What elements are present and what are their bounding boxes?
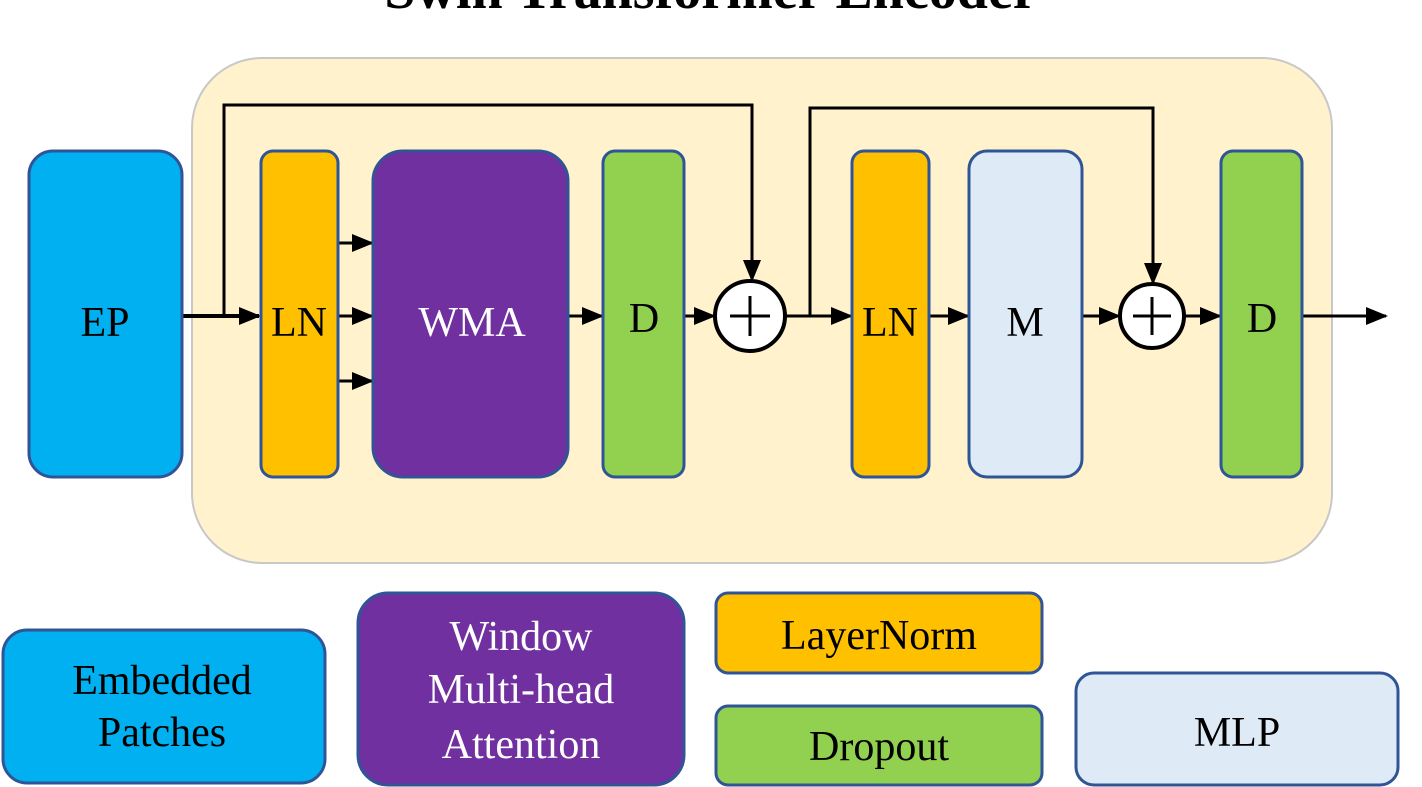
block-wma-label: WMA [418, 300, 526, 346]
legend-window-line1: Window [450, 614, 594, 660]
block-layernorm-2: LN [850, 149, 931, 479]
legend-window-attention: Window Multi-head Attention [356, 591, 686, 787]
legend-mlp: MLP [1074, 671, 1400, 787]
title: Swin Transformer Encoder [384, 0, 1037, 21]
add-node-1 [713, 279, 787, 353]
block-dropout-2: D [1219, 149, 1304, 479]
block-ep: EP [27, 149, 184, 479]
block-d2-label: D [1247, 296, 1277, 342]
legend-mlp-label: MLP [1194, 710, 1280, 756]
legend-layernorm: LayerNorm [714, 591, 1044, 675]
legend-window-line2: Multi-head [428, 667, 615, 713]
block-ln1-label: LN [271, 300, 327, 346]
legend-dropout-label: Dropout [809, 724, 949, 770]
legend-dropout: Dropout [714, 704, 1044, 787]
block-m-label: M [1006, 300, 1043, 346]
block-ep-label: EP [80, 300, 129, 346]
legend-embedded-line2: Patches [98, 710, 226, 756]
skip-connection-1 [222, 103, 761, 316]
block-wma: WMA [371, 149, 570, 479]
legend-embedded-line1: Embedded [72, 658, 252, 704]
legend-layernorm-label: LayerNorm [781, 613, 977, 659]
block-mlp: M [967, 149, 1084, 479]
add-node-2 [1118, 282, 1186, 350]
legend-embedded-patches: Embedded Patches [1, 628, 327, 785]
block-dropout-1: D [601, 149, 686, 479]
block-layernorm-1: LN [259, 149, 340, 479]
block-ln2-label: LN [862, 300, 918, 346]
skip-connection-2 [808, 106, 1162, 316]
legend-window-line3: Attention [442, 722, 601, 768]
block-d1-label: D [629, 296, 659, 342]
